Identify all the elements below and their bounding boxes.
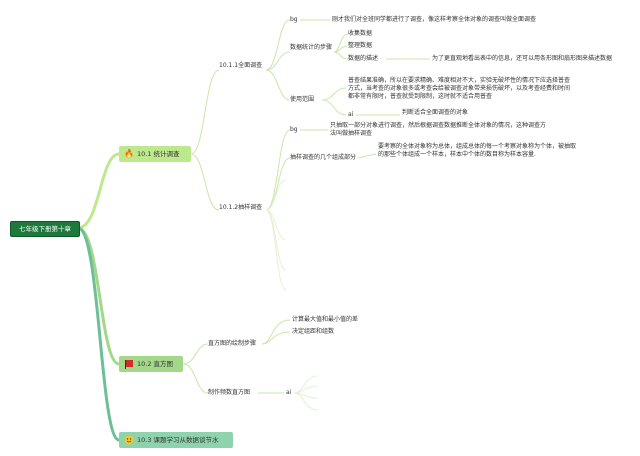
connector-steps-3	[333, 51, 349, 60]
red-flag-icon	[124, 359, 134, 369]
stub-2	[265, 209, 287, 241]
connector-b1-s2	[190, 153, 220, 211]
connector-root-b2	[77, 226, 120, 366]
stub-1	[265, 179, 287, 211]
ai-label[interactable]: ai	[286, 389, 292, 396]
usage-scope-label[interactable]: 使用范围	[290, 96, 315, 103]
ai-census-text[interactable]: 判断适合全面调查的对象	[402, 109, 469, 116]
fire-icon: 🔥	[124, 149, 134, 158]
describe-note[interactable]: 为了更直观地看出表中的信息，还可以用条形图和扇形图来描述数据	[432, 55, 613, 62]
connector-steps-1	[333, 33, 349, 53]
branch-statistics-survey[interactable]: 🔥 10.1 统计调查	[119, 146, 191, 162]
step-organize[interactable]: 整理数据	[348, 42, 373, 49]
usage-scope-text[interactable]: 普查结果准确，所以在要求精确、难度相对不大，实验无破坏性的情况下应选择普查方式，…	[348, 77, 571, 100]
branch-water-saving[interactable]: 10.3 课题学习从数据谈节水	[119, 432, 233, 448]
connector-usage-ai	[321, 99, 347, 116]
subtopic-sampling[interactable]: 10.1.2抽样调查	[219, 204, 263, 211]
connector-s2-bg	[265, 129, 291, 211]
branch-label: 10.1 统计调查	[137, 150, 180, 158]
step-collect[interactable]: 收集数据	[348, 30, 373, 37]
histogram-steps-label[interactable]: 直方图的绘制步骤	[208, 340, 257, 347]
connector-s1-bg	[265, 19, 291, 71]
branch-label: 10.2 直方图	[137, 360, 174, 368]
stats-steps-label[interactable]: 数据统计的步骤	[290, 44, 333, 51]
branch-histogram[interactable]: 10.2 直方图	[119, 356, 183, 372]
histogram-step-range[interactable]: 计算最大值和最小值的差	[292, 316, 359, 323]
subtopic-census[interactable]: 10.1.1全面调查	[219, 62, 263, 69]
branch-label: 10.3 课题学习从数据谈节水	[137, 436, 219, 444]
connector-s1-steps	[265, 51, 291, 71]
sampling-definition[interactable]: 只抽取一部分对象进行调查，然后根据调查数据推断全体对象的情况，这种调查方法叫做抽…	[330, 122, 547, 137]
stub-ai-1	[293, 375, 319, 394]
sampling-parts-label[interactable]: 抽样调查的几个组成部分	[290, 154, 357, 161]
connector-usage-text	[321, 87, 347, 101]
connector-root-b1	[77, 152, 120, 230]
stub-3	[265, 209, 287, 271]
bg-label[interactable]: bg	[290, 126, 298, 133]
connector-b2-make	[182, 363, 209, 394]
connector-b2-steps-2	[261, 331, 291, 345]
connector-root-b3	[77, 226, 120, 442]
smiley-icon	[124, 435, 134, 445]
stub-4	[265, 209, 287, 291]
root-node[interactable]: 七年级下册第十章	[10, 221, 80, 237]
connector-b1-s1	[190, 69, 220, 155]
connector-concepts-text	[357, 153, 377, 159]
connector-s2-concepts	[265, 157, 291, 211]
stub-ai-4	[293, 392, 319, 411]
connector-b2-steps	[182, 343, 209, 365]
ai-label[interactable]: ai	[348, 111, 354, 118]
sampling-parts-text[interactable]: 要考察的全体对象称为总体，组成总体的每一个考察对象称为个体，被抽取的那些个体组成…	[378, 143, 577, 158]
census-definition[interactable]: 刚才我们对全班同学都进行了调查，像这样考察全体对象的调查叫做全面调查	[332, 16, 537, 23]
make-histogram-label[interactable]: 制作频数直方图	[208, 389, 251, 396]
bg-label[interactable]: bg	[290, 16, 298, 23]
histogram-step-bins[interactable]: 决定组距和组数	[292, 328, 335, 335]
connector-s1-usage	[265, 69, 291, 101]
step-describe[interactable]: 数据的描述	[348, 55, 379, 62]
